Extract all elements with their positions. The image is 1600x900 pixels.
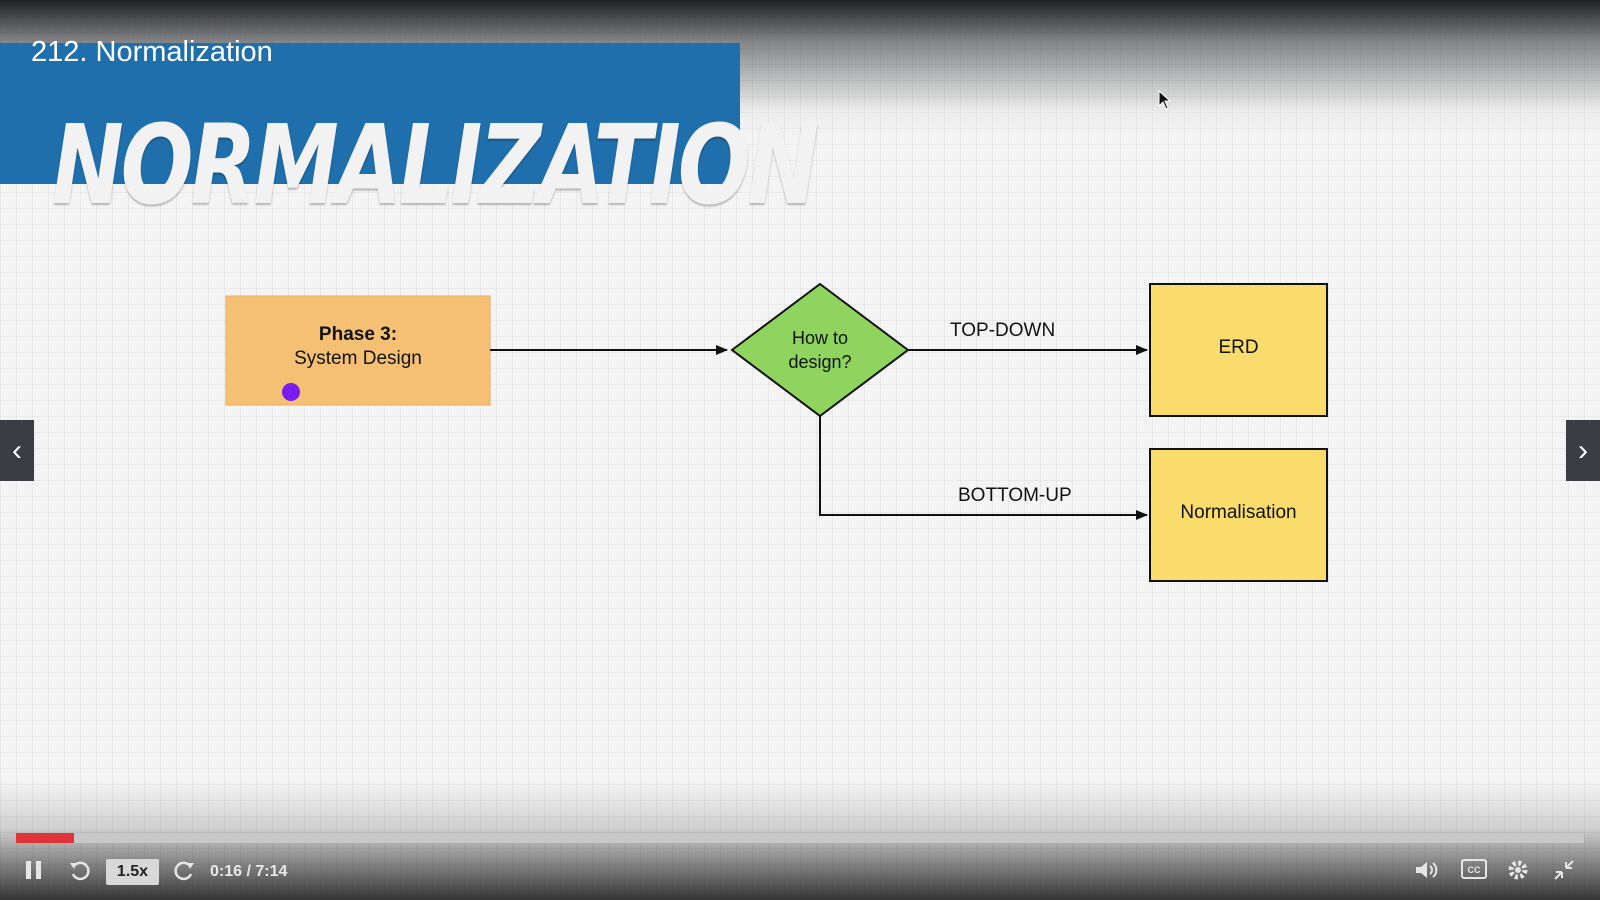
phase3-label: Phase 3: System Design xyxy=(226,323,490,371)
exit-fullscreen-icon xyxy=(1554,860,1574,880)
previous-lecture-button[interactable]: ‹ xyxy=(0,420,34,481)
svg-text:CC: CC xyxy=(1468,865,1481,875)
normalisation-label: Normalisation xyxy=(1180,502,1297,523)
pause-button[interactable] xyxy=(24,858,44,888)
decision-label: How to design? xyxy=(760,326,880,374)
volume-button[interactable] xyxy=(1414,858,1440,888)
banner-heading: NORMALIZATION xyxy=(52,101,819,229)
phase3-subtitle: System Design xyxy=(294,348,422,369)
exit-fullscreen-button[interactable] xyxy=(1552,858,1576,888)
erd-label: ERD xyxy=(1218,337,1259,358)
decision-line2: design? xyxy=(788,352,852,372)
progress-bar[interactable] xyxy=(16,833,1584,843)
rewind-button[interactable] xyxy=(68,858,92,888)
title-banner: NORMALIZATION xyxy=(0,43,819,229)
forward-button[interactable] xyxy=(172,858,196,888)
phase3-node xyxy=(225,295,491,406)
chevron-right-icon: › xyxy=(1578,433,1588,467)
progress-fill xyxy=(16,833,75,843)
forward-icon xyxy=(174,861,194,881)
settings-icon xyxy=(1508,860,1528,880)
settings-button[interactable] xyxy=(1506,858,1530,888)
edge-label-bottom-up: BOTTOM-UP xyxy=(958,485,1072,506)
normalisation-node xyxy=(1149,448,1328,582)
pause-icon xyxy=(26,861,41,879)
next-lecture-button[interactable]: › xyxy=(1566,420,1600,481)
captions-icon: CC xyxy=(1461,859,1487,879)
decision-line1: How to xyxy=(791,328,849,348)
phase3-title: Phase 3: xyxy=(318,324,398,345)
playback-time: 0:16 / 7:14 xyxy=(210,863,288,880)
lecture-title: 212. Normalization xyxy=(31,36,273,68)
edge-bottom-up xyxy=(819,416,1148,520)
volume-icon xyxy=(1416,862,1438,878)
playback-speed-button[interactable]: 1.5x xyxy=(106,859,159,885)
erd-node xyxy=(1149,283,1328,417)
chevron-left-icon: ‹ xyxy=(12,433,22,467)
pointer-dot xyxy=(282,383,300,401)
mouse-cursor-icon xyxy=(1158,90,1172,110)
edge-label-top-down: TOP-DOWN xyxy=(950,320,1056,341)
captions-button[interactable]: CC xyxy=(1461,858,1487,886)
rewind-icon xyxy=(70,861,90,881)
